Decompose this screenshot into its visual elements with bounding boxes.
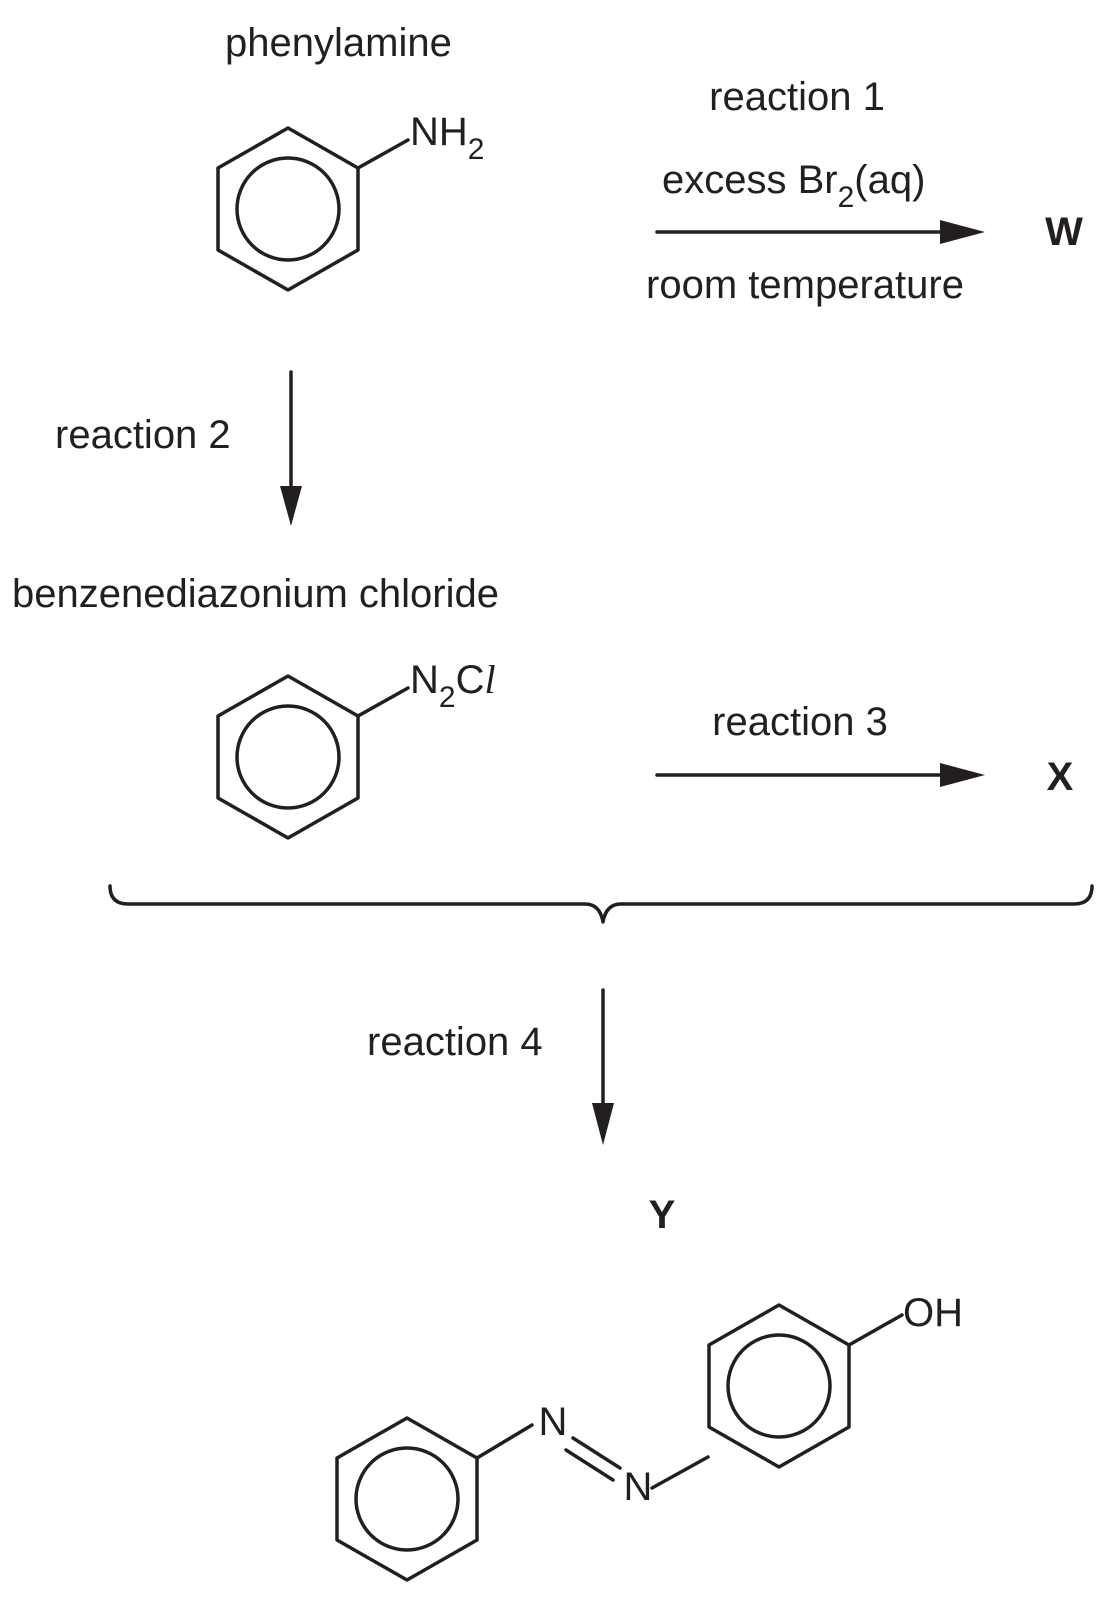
azo-n-right: N bbox=[624, 1465, 653, 1509]
reaction-4-label: reaction 4 bbox=[367, 1020, 543, 1064]
product-w: W bbox=[1045, 210, 1083, 254]
c-n-bond bbox=[356, 138, 410, 170]
product-x: X bbox=[1047, 755, 1074, 799]
azo-n-left: N bbox=[539, 1400, 568, 1444]
combining-brace bbox=[108, 884, 1094, 924]
reaction-4-arrow bbox=[592, 988, 614, 1145]
diazonium-label: benzenediazonium chloride bbox=[12, 572, 499, 616]
reaction-1-label: reaction 1 bbox=[709, 75, 885, 119]
phenylamine-ring bbox=[216, 126, 410, 292]
reaction-2-label: reaction 2 bbox=[55, 413, 231, 457]
diazonium-ring bbox=[216, 674, 410, 840]
c-o-bond bbox=[847, 1313, 904, 1347]
reaction-2-arrow bbox=[280, 370, 302, 526]
reaction-3-label: reaction 3 bbox=[712, 700, 888, 744]
product-y-label: Y bbox=[649, 1193, 676, 1237]
n-n-bond-1 bbox=[571, 1436, 622, 1470]
reaction-1-reagent: excess Br2(aq) bbox=[662, 158, 925, 214]
azo-compound bbox=[335, 1303, 904, 1582]
diazonium-group: N2Cl bbox=[410, 657, 496, 714]
amine-group: NH2 bbox=[410, 110, 484, 166]
reaction-3-arrow bbox=[655, 763, 985, 787]
c-n-bond bbox=[356, 686, 410, 718]
c-n-bond-left bbox=[475, 1423, 534, 1460]
reaction-1-condition: room temperature bbox=[646, 263, 964, 307]
reaction-1-arrow bbox=[655, 220, 985, 244]
c-n-bond-right bbox=[650, 1455, 710, 1490]
phenylamine-label: phenylamine bbox=[225, 21, 452, 65]
hydroxyl-group: OH bbox=[903, 1291, 963, 1335]
n-n-bond-2 bbox=[564, 1448, 615, 1482]
